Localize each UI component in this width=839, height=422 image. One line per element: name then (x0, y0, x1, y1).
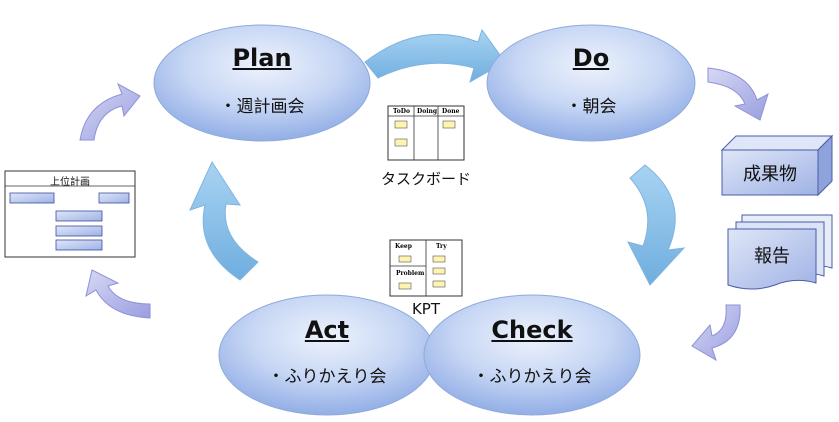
arrow-report-to-check (691, 304, 741, 362)
kpt-image (389, 239, 463, 297)
arrow-do-to-deliverable (707, 67, 769, 121)
sticky-note (432, 267, 446, 275)
gantt-bar (9, 192, 55, 204)
gantt-bar (55, 239, 103, 251)
gantt-bar (55, 210, 103, 222)
check-ellipse (423, 294, 641, 416)
taskboard-column-todo: ToDo (393, 108, 410, 115)
gantt-bar (55, 225, 103, 237)
deliverable-label: 成果物 (743, 164, 797, 185)
sticky-note (432, 280, 446, 288)
deliverable-box (720, 134, 834, 197)
check-subtitle: ・ふりかえり会 (472, 367, 592, 387)
arrow-act-to-plan (189, 160, 259, 281)
kpt-problem-label: Problem (396, 270, 425, 277)
act-title: Act (304, 316, 350, 344)
kpt-keep-label: Keep (395, 243, 412, 250)
arrow-do-to-check (627, 164, 686, 286)
sticky-note (442, 120, 456, 129)
report-label: 報告 (754, 246, 790, 267)
do-ellipse (486, 24, 696, 142)
report-documents (727, 214, 833, 290)
upper-plan-chart (4, 170, 136, 258)
gantt-bar (98, 192, 130, 204)
plan-subtitle: ・週計画会 (219, 97, 305, 117)
do-subtitle: ・朝会 (565, 97, 617, 117)
arrow-act-to-upper-plan (85, 269, 151, 319)
sticky-note (398, 282, 412, 290)
kpt-try-label: Try (436, 243, 447, 250)
sticky-note (394, 138, 408, 147)
sticky-note (394, 120, 408, 129)
taskboard-image (387, 105, 465, 161)
do-title: Do (572, 44, 610, 72)
taskboard-column-doing: Doing (417, 108, 438, 115)
upper-plan-title: 上位計画 (50, 177, 90, 188)
arrow-upper-plan-to-plan (79, 82, 141, 141)
arrow-plan-to-do (364, 28, 506, 84)
taskboard-caption: タスクボード (380, 170, 471, 188)
act-subtitle: ・ふりかえり会 (267, 367, 387, 387)
sticky-note (432, 255, 446, 263)
plan-title: Plan (232, 44, 292, 72)
sticky-note (398, 255, 412, 263)
taskboard-column-done: Done (442, 108, 460, 115)
plan-ellipse (153, 24, 371, 142)
check-title: Check (491, 316, 573, 344)
kpt-caption: KPT (411, 300, 441, 318)
